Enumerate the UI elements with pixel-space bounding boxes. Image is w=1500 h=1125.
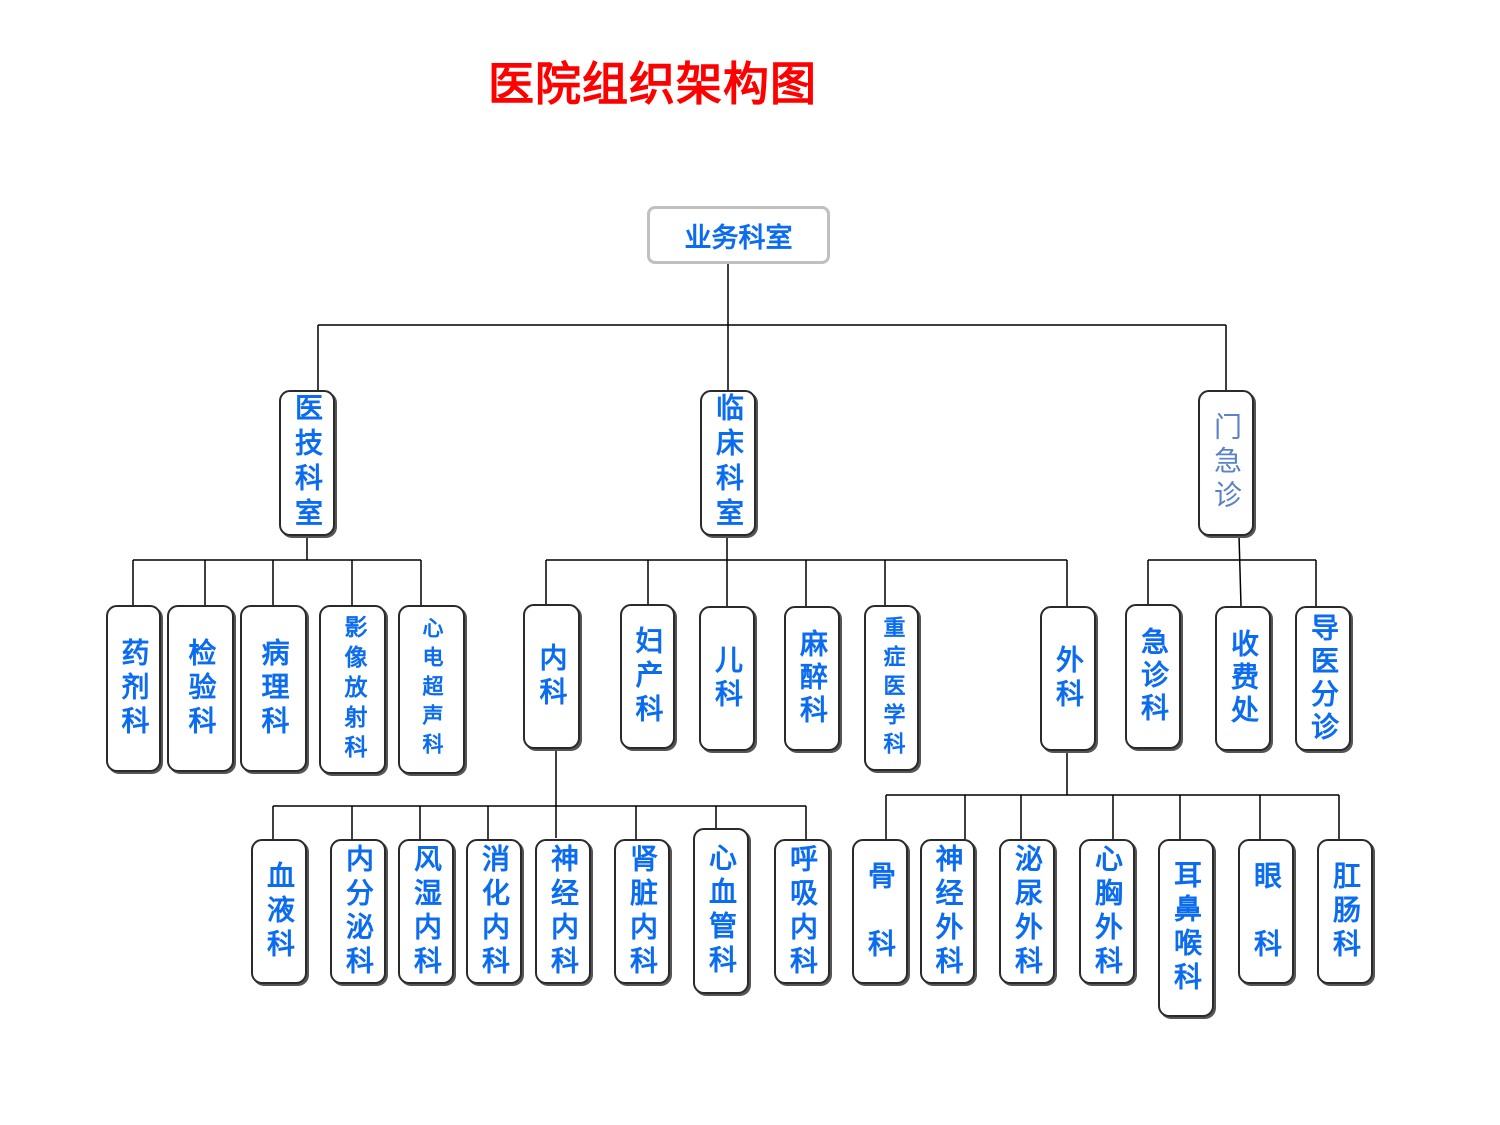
node-endocrinology-label: 内分泌科	[342, 843, 375, 980]
node-cardiology: 心血管科	[693, 828, 749, 994]
node-pathology-label: 病理科	[257, 637, 291, 740]
node-obgyn: 妇产科	[620, 604, 675, 749]
node-pediatrics-label: 儿科	[711, 644, 744, 713]
node-neurosurgery-label: 神经外科	[931, 843, 965, 980]
node-respiratory: 呼吸内科	[774, 839, 830, 984]
root-node: 业务科室	[647, 206, 830, 264]
node-cardiology-label: 心血管科	[705, 843, 738, 979]
node-pediatrics: 儿科	[699, 606, 755, 751]
node-rheumatology-label: 风湿内科	[410, 843, 443, 980]
node-endocrinology: 内分泌科	[330, 839, 386, 984]
node-surgery: 外科	[1040, 606, 1096, 751]
root-label: 业务科室	[684, 222, 793, 254]
node-medtech: 医技科室	[279, 390, 335, 536]
node-neurology: 神经内科	[535, 839, 591, 984]
node-thoracic-label: 心胸外科	[1091, 843, 1124, 980]
node-triage-label: 导医分诊	[1307, 612, 1340, 745]
node-pharmacy-label: 药剂科	[117, 637, 151, 740]
node-ecg: 心电超声科	[398, 605, 465, 774]
node-surgery-label: 外科	[1052, 644, 1085, 713]
node-emergency-label: 急诊科	[1137, 627, 1170, 726]
node-obgyn-label: 妇产科	[631, 625, 665, 728]
node-lab: 检验科	[167, 605, 234, 772]
node-hematology: 血液科	[251, 839, 307, 984]
node-anorectal-label: 肛肠科	[1329, 860, 1362, 963]
node-anorectal: 肛肠科	[1317, 839, 1373, 984]
node-nephrology-label: 肾脏内科	[626, 843, 659, 980]
node-ent: 耳鼻喉科	[1158, 839, 1214, 1017]
node-internal-label: 内科	[535, 642, 569, 711]
node-lab-label: 检验科	[184, 637, 218, 740]
node-respiratory-label: 呼吸内科	[786, 843, 819, 980]
node-ent-label: 耳鼻喉科	[1170, 860, 1203, 996]
node-imaging-label: 影像放射科	[340, 614, 366, 765]
node-internal: 内科	[523, 604, 580, 749]
node-orthopedics-label: 骨 科	[864, 860, 897, 963]
node-medtech-label: 医技科室	[291, 393, 324, 533]
node-clinical-label: 临床科室	[712, 393, 745, 533]
node-imaging: 影像放射科	[319, 605, 386, 774]
node-ophthalmology: 眼 科	[1238, 839, 1294, 984]
node-ecg-label: 心电超声科	[420, 617, 444, 762]
node-ophthalmology-label: 眼 科	[1250, 860, 1283, 963]
node-outpatient: 门急诊	[1198, 390, 1254, 536]
node-rheumatology: 风湿内科	[398, 839, 454, 984]
node-anesthesia: 麻醉科	[784, 606, 840, 751]
node-neurology-label: 神经内科	[547, 843, 580, 980]
node-nephrology: 肾脏内科	[614, 839, 670, 984]
node-clinical: 临床科室	[700, 390, 756, 536]
node-thoracic: 心胸外科	[1079, 839, 1135, 984]
node-neurosurgery: 神经外科	[920, 839, 975, 984]
node-outpatient-label: 门急诊	[1210, 412, 1243, 514]
node-icu-label: 重症医学科	[879, 615, 905, 761]
node-pharmacy: 药剂科	[106, 605, 161, 772]
node-icu: 重症医学科	[864, 605, 919, 771]
node-pathology: 病理科	[240, 605, 307, 772]
node-urology: 泌尿外科	[999, 839, 1055, 984]
node-cashier: 收费处	[1215, 606, 1271, 751]
node-orthopedics: 骨 科	[852, 839, 908, 984]
node-cashier-label: 收费处	[1227, 629, 1260, 728]
node-urology-label: 泌尿外科	[1011, 843, 1044, 980]
node-gastro-label: 消化内科	[478, 843, 511, 980]
node-emergency: 急诊科	[1125, 604, 1181, 749]
node-anesthesia-label: 麻醉科	[796, 629, 829, 728]
node-triage: 导医分诊	[1295, 606, 1351, 751]
node-gastro: 消化内科	[466, 839, 522, 984]
node-hematology-label: 血液科	[263, 860, 296, 963]
page-title: 医院组织架构图	[488, 57, 817, 111]
